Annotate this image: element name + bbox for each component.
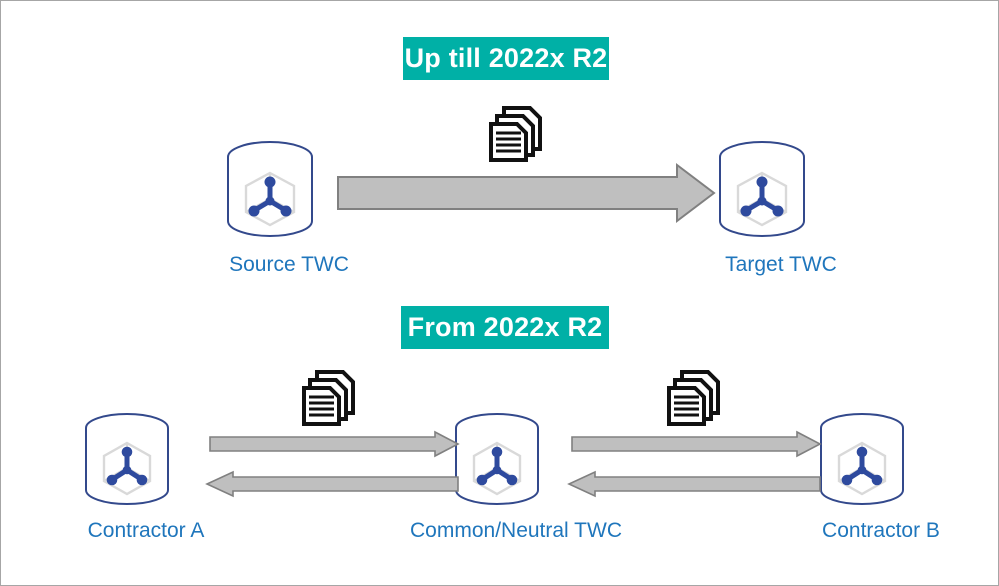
database-cylinder-icon — [81, 411, 211, 511]
documents-stack-icon — [488, 105, 544, 163]
flow-arrow-a-to-common — [209, 430, 460, 458]
flow-arrow-common-to-a — [205, 470, 459, 498]
node-label-contractor-a: Contractor A — [87, 519, 205, 542]
node-source-twc: Source TWC — [224, 139, 354, 276]
database-cylinder-icon — [816, 411, 946, 511]
database-cylinder-icon — [451, 411, 581, 511]
documents-stack-icon — [301, 369, 357, 427]
flow-arrow-common-to-b — [571, 430, 822, 458]
section-banner-up-till: Up till 2022x R2 — [403, 37, 609, 80]
node-label-common-neutral-twc: Common/Neutral TWC — [410, 519, 622, 542]
node-contractor-b: Contractor B — [816, 411, 946, 542]
node-label-contractor-b: Contractor B — [822, 519, 940, 542]
database-cylinder-icon — [224, 139, 354, 243]
node-label-source-twc: Source TWC — [229, 253, 349, 276]
flow-arrow-b-to-common — [567, 470, 821, 498]
flow-arrow-source-to-target — [337, 162, 716, 224]
node-target-twc: Target TWC — [716, 139, 846, 276]
database-cylinder-icon — [716, 139, 846, 243]
node-contractor-a: Contractor A — [81, 411, 211, 542]
documents-stack-icon — [666, 369, 722, 427]
node-label-target-twc: Target TWC — [725, 253, 837, 276]
section-banner-from: From 2022x R2 — [401, 306, 609, 349]
node-common-neutral-twc: Common/Neutral TWC — [410, 411, 622, 542]
